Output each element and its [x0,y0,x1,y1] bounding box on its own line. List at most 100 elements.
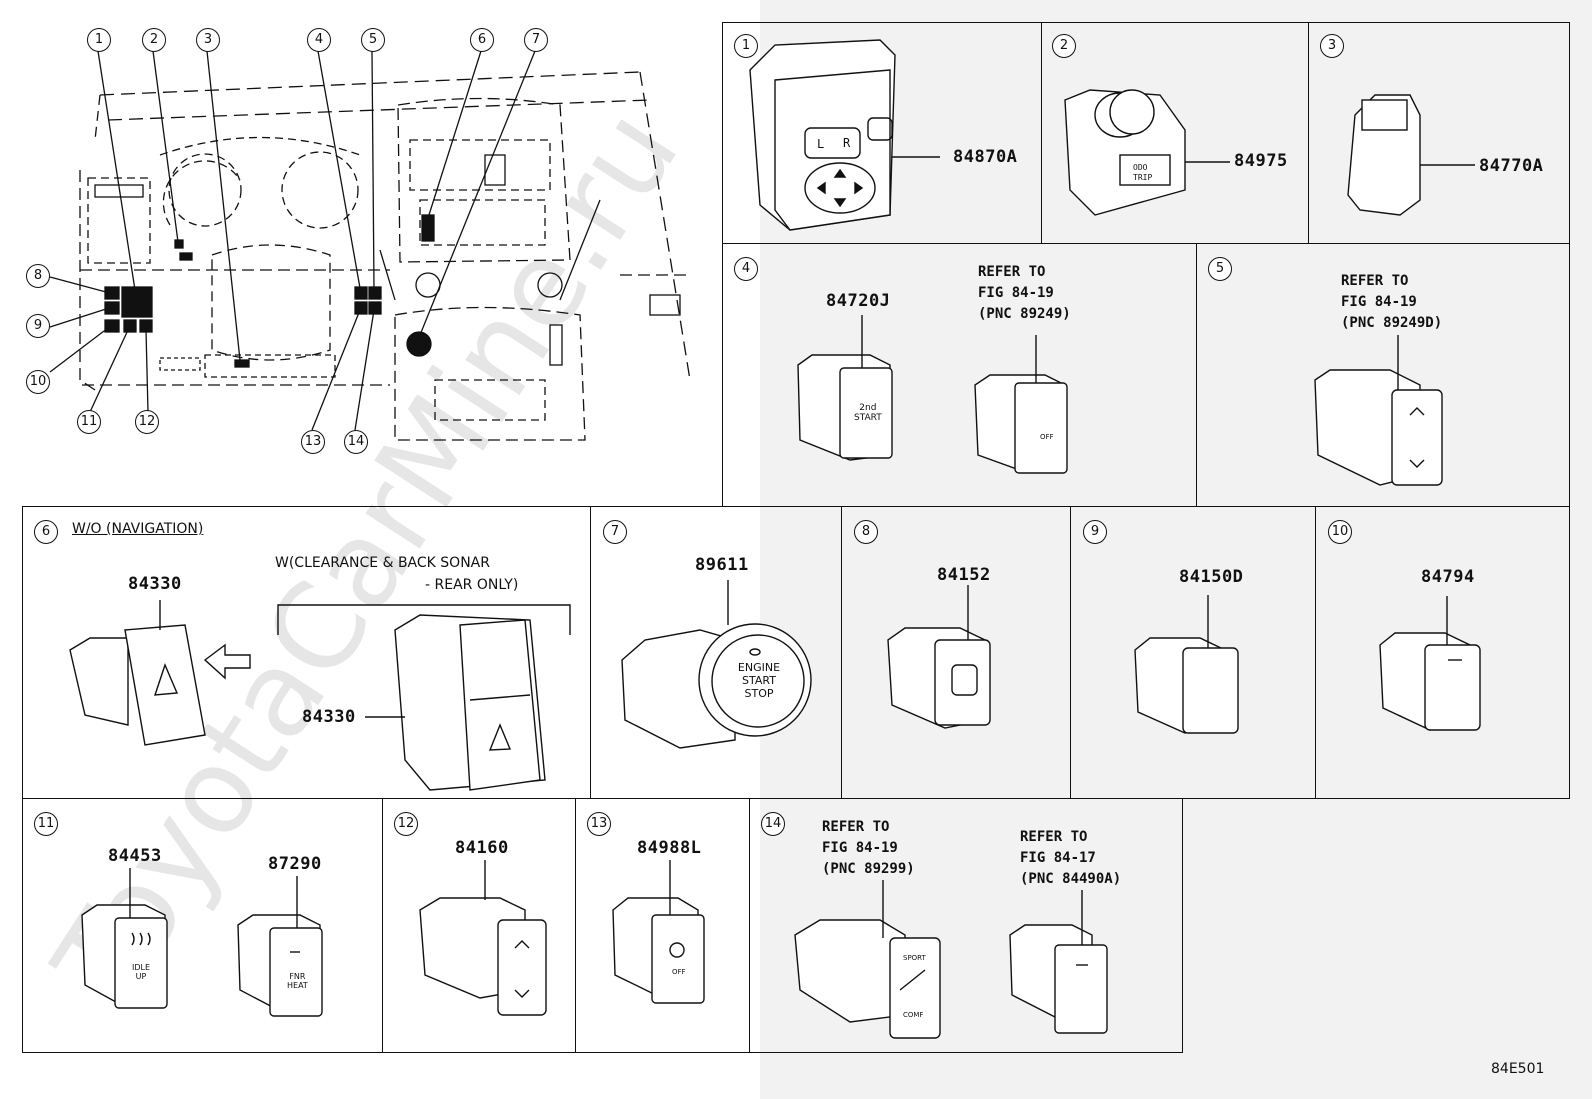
panel-9-switch-drawing [1134,595,1239,734]
figure-code: 84E501 [1491,1061,1545,1077]
panel-3-number: 3 [1320,34,1344,58]
label-line: HEAT [287,981,308,990]
svg-text:R: R [843,136,851,150]
panel-14-number: 14 [761,812,785,836]
off-switch-drawing [974,335,1068,474]
overview-callout-11: 11 [77,410,101,434]
ref-line: FIG 84-19 [822,840,898,856]
part-number-84720J: 84720J [826,291,891,311]
ref-line: (PNC 89299) [822,861,915,877]
part-number-89611: 89611 [695,555,749,575]
ref-line: REFER TO [978,264,1046,280]
overview-callout-10: 10 [26,370,50,394]
part-number-84975: 84975 [1234,151,1288,171]
ref-line: FIG 84-19 [978,285,1054,301]
panel-6-title: W/O (NAVIGATION) [72,521,204,537]
idle-up-label: IDLE UP [132,963,150,981]
panel-14 [749,798,1183,1053]
panel-14-reference-2: REFER TO FIG 84-17 (PNC 84490A) [1020,827,1121,890]
part-number-84794: 84794 [1421,567,1475,587]
off-label: OFF [1040,433,1054,441]
label-line: 2nd [859,403,877,413]
label-line: STOP [744,687,774,700]
panel-2-number: 2 [1052,34,1076,58]
part-number-84152: 84152 [937,565,991,585]
parking-sensor-switch-drawing [1009,890,1108,1034]
overview-callout-13: 13 [301,430,325,454]
overview-callout-14: 14 [344,430,368,454]
part-number-84330: 84330 [128,574,182,594]
overview-callout-8: 8 [26,264,50,288]
overview-callout-4: 4 [307,28,331,52]
sonar-note-line-2: - REAR ONLY) [425,577,519,593]
panel-10-number: 10 [1328,520,1352,544]
panel-1-number: 1 [734,34,758,58]
part-number-84453: 84453 [108,846,162,866]
panel-5-number: 5 [1208,257,1232,281]
overview-callout-1: 1 [87,28,111,52]
label-line: UP [135,972,147,981]
overview-callout-5: 5 [361,28,385,52]
sonar-note-line-1: W(CLEARANCE & BACK SONAR [275,555,490,571]
ref-line: FIG 84-19 [1341,294,1417,310]
vsc-off-label: OFF [672,968,686,976]
dimmer-switch-drawing: ODO TRIP [1064,89,1230,216]
vsc-off-switch-drawing [612,860,705,1004]
part-number-84150D: 84150D [1179,567,1244,587]
engine-start-stop-label: ENGINE START STOP [737,661,781,700]
panel-8-number: 8 [854,520,878,544]
label-line: ENGINE [737,661,781,674]
ref-line: (PNC 89249D) [1341,315,1443,331]
engine-start-stop-drawing [621,580,812,749]
overview-callout-2: 2 [142,28,166,52]
panel-13-number: 13 [587,812,611,836]
part-number-84330-sonar: 84330 [302,707,356,727]
ref-line: (PNC 84490A) [1020,871,1122,887]
label-line: START [854,413,882,423]
part-number-84770A: 84770A [1479,156,1544,176]
label-line: START [742,674,776,687]
part-number-84988L: 84988L [637,838,702,858]
second-start-label: 2nd START [854,403,882,423]
panel-12-switch-drawing [419,860,547,1016]
overview-callout-6: 6 [470,28,494,52]
sport-comf-switch-drawing [794,880,941,1039]
front-heat-switch-drawing [237,876,323,1017]
panel-4-number: 4 [734,257,758,281]
ref-line: REFER TO [1020,829,1088,845]
socket-drawing [1347,94,1475,216]
panel-6-number: 6 [34,520,58,544]
panel-7-number: 7 [603,520,627,544]
panel-11-number: 11 [34,812,58,836]
panel-5-reference: REFER TO FIG 84-19 (PNC 89249D) [1341,271,1442,334]
front-heat-label: FNR HEAT [287,972,308,990]
part-number-84160: 84160 [455,838,509,858]
part-number-87290: 87290 [268,854,322,874]
sport-label: SPORT [903,954,926,962]
second-start-switch-drawing [797,315,893,461]
mirror-switch-drawing: L R [749,39,940,231]
ref-line: (PNC 89249) [978,306,1071,322]
comf-label: COMF [903,1011,924,1019]
panel-12-number: 12 [394,812,418,836]
overview-callout-3: 3 [196,28,220,52]
ref-line: FIG 84-17 [1020,850,1096,866]
overview-callout-9: 9 [26,314,50,338]
svg-text:TRIP: TRIP [1133,173,1152,182]
overview-callout-7: 7 [524,28,548,52]
up-down-switch-drawing [1314,335,1443,486]
idle-up-switch-drawing [81,868,168,1009]
panel-4-reference: REFER TO FIG 84-19 (PNC 89249) [978,262,1071,325]
part-number-84870A: 84870A [953,147,1018,167]
panel-10-switch-drawing [1379,596,1481,731]
panel-10 [1315,506,1570,799]
ref-line: REFER TO [822,819,890,835]
panel-14-reference-1: REFER TO FIG 84-19 (PNC 89299) [822,817,915,880]
panel-9-number: 9 [1083,520,1107,544]
panel-8-switch-drawing [887,585,991,729]
overview-callout-12: 12 [135,410,159,434]
svg-text:L: L [817,137,824,151]
label-line: FNR [289,972,306,981]
